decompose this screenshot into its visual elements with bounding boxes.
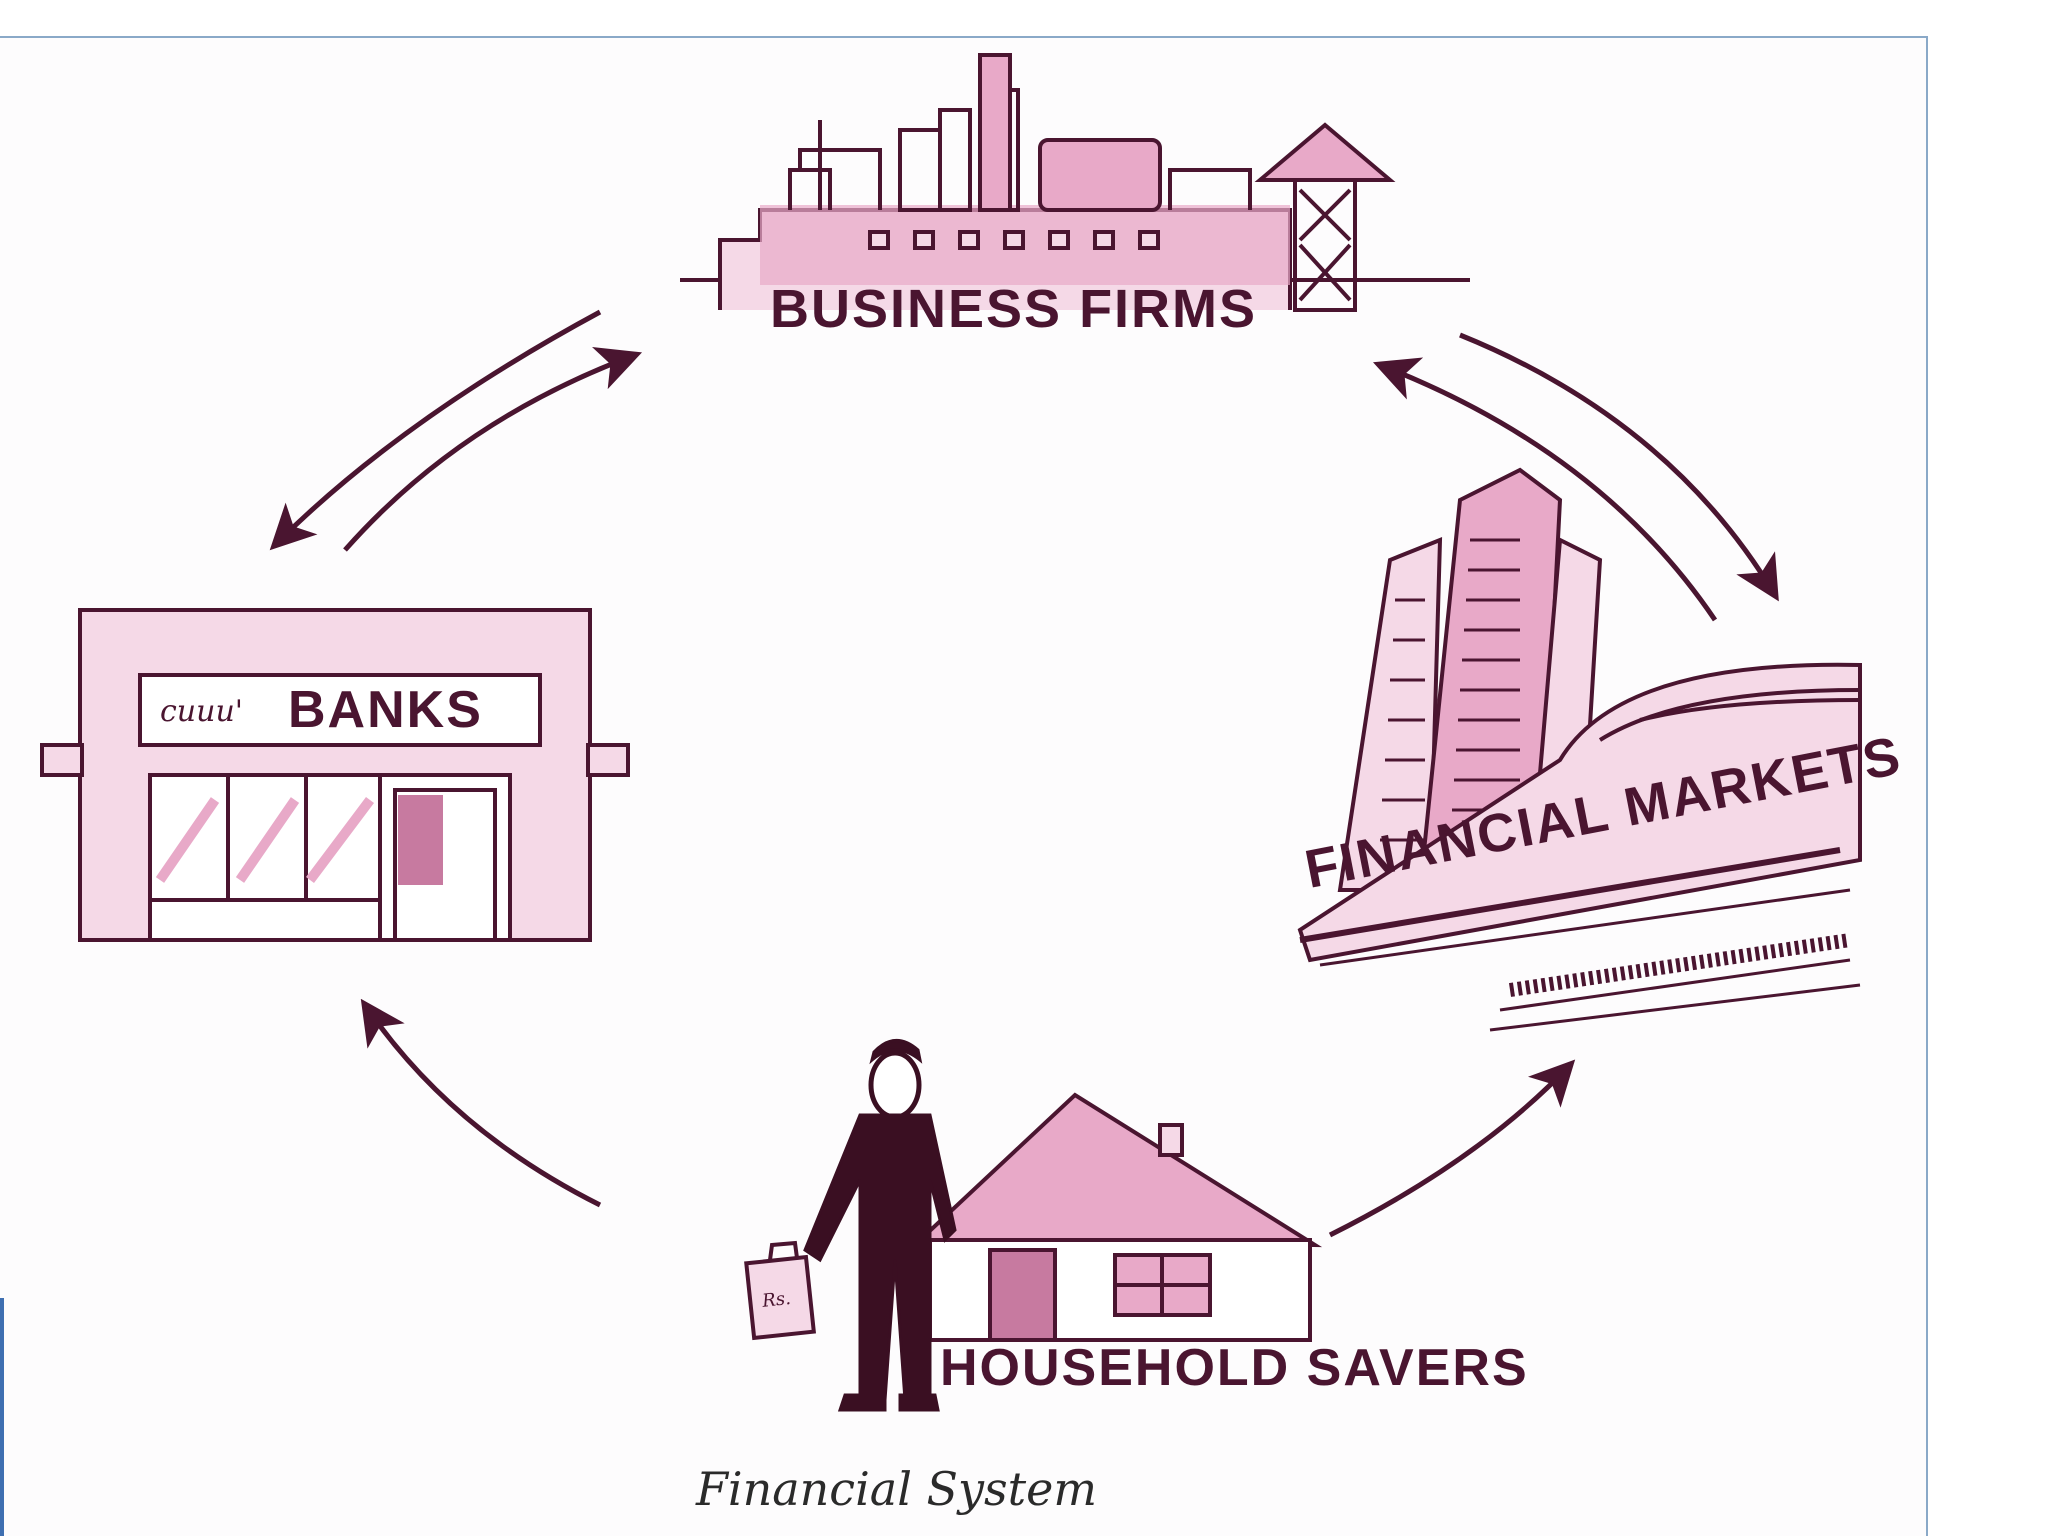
node-label-business-firms: BUSINESS FIRMS [770, 279, 1258, 339]
svg-text:Rs.: Rs. [760, 1288, 792, 1312]
arrow-firms-to-banks [269, 309, 602, 551]
arrow-household-to-banks [360, 998, 602, 1208]
arrow-banks-to-firms [343, 346, 643, 552]
arrow-markets-to-firms [1373, 357, 1718, 622]
arrow-household-to-markets [1328, 1059, 1576, 1238]
stock-exchange-icon [1297, 467, 1862, 1032]
bank-building-icon [40, 608, 630, 942]
bank-logo-text: cuuu' [160, 694, 244, 729]
house-icon [915, 1092, 1323, 1342]
arrow-firms-to-markets [1459, 332, 1779, 602]
briefcase-icon: Rs. [744, 1240, 817, 1341]
left-accent-bar [0, 1298, 4, 1536]
factory-icon [680, 53, 1470, 312]
figure-caption: Financial System [696, 1462, 1097, 1516]
flow-arrows [269, 309, 1779, 1238]
node-label-household-savers: HOUSEHOLD SAVERS [940, 1339, 1529, 1397]
person-icon [803, 1039, 957, 1412]
node-label-banks: BANKS [288, 681, 483, 739]
